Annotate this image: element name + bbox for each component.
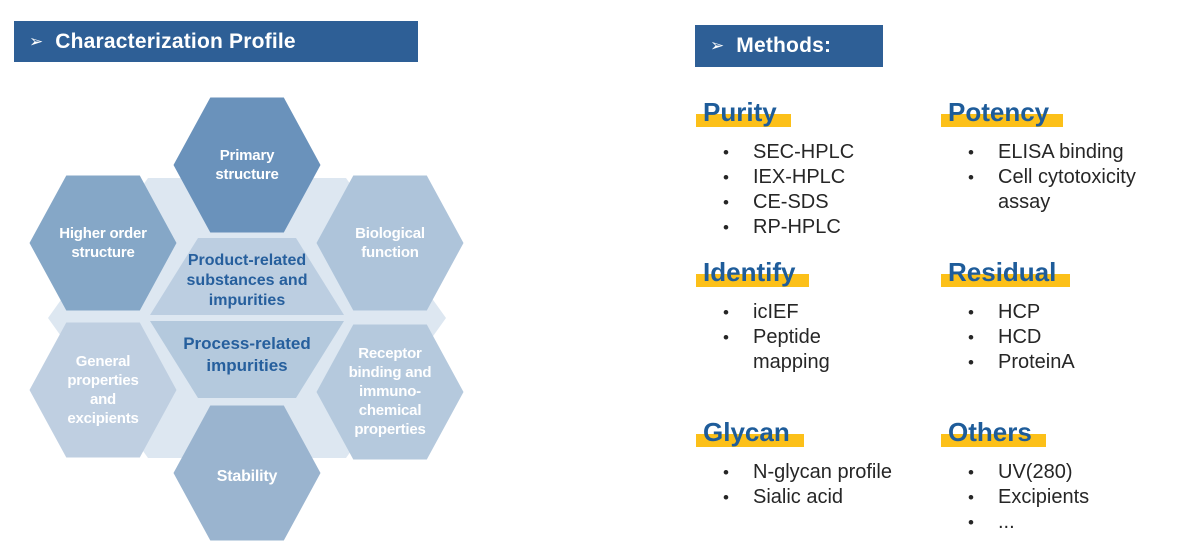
right-banner-title: Methods:	[736, 34, 832, 57]
hexagon-label-general-properties: General properties and excipients	[33, 352, 173, 428]
section-title-identify: Identify	[695, 257, 863, 287]
label-line: Process-related	[183, 334, 311, 353]
highlighted-title: Potency	[940, 97, 1064, 127]
method-item: Peptide mapping	[703, 325, 863, 375]
label-line: properties	[67, 372, 139, 389]
hexagon-stability	[173, 405, 321, 541]
highlighted-title: Residual	[940, 257, 1071, 287]
methods-banner: ➢ Methods:	[695, 25, 883, 67]
hexagon-receptor-binding	[316, 324, 464, 460]
method-item: Sialic acid	[703, 485, 973, 510]
characterization-hexagon-diagram	[29, 97, 464, 541]
residual-method-list: HCP HCD ProteinA	[948, 300, 1178, 375]
section-title-residual: Residual	[940, 257, 1178, 287]
label-line: structure	[71, 244, 135, 261]
label-line: excipients	[67, 410, 139, 427]
label-line: properties	[354, 421, 426, 438]
label-line: structure	[215, 166, 279, 183]
label-line: Receptor	[358, 345, 422, 362]
left-banner-title: Characterization Profile	[55, 29, 296, 53]
method-item: UV(280)	[948, 460, 1178, 485]
label-line: Stability	[216, 468, 278, 485]
hexagon-label-receptor-binding: Receptor binding and immuno- chemical pr…	[320, 344, 460, 439]
section-title-others: Others	[941, 417, 1178, 447]
purity-method-list: SEC-HPLC IEX-HPLC CE-SDS RP-HPLC	[703, 140, 933, 240]
label-line: Product-related	[187, 252, 307, 269]
arrowhead-bullet-icon: ➢	[710, 36, 725, 55]
label-line: Higher order	[59, 225, 147, 242]
label-line: and	[89, 391, 117, 408]
section-glycan: Glycan N-glycan profile Sialic acid	[696, 417, 973, 510]
section-purity: Purity SEC-HPLC IEX-HPLC CE-SDS RP-HPLC	[696, 97, 933, 240]
label-line: substances and	[186, 272, 308, 289]
section-identify: Identify icIEF Peptide mapping	[695, 257, 863, 375]
method-item: ...	[948, 510, 1178, 535]
hexagon-general-properties	[29, 322, 177, 458]
method-item: N-glycan profile	[703, 460, 973, 485]
label-line: function	[361, 244, 419, 261]
method-item: HCD	[948, 325, 1178, 350]
method-item: Cell cytotoxicity assay	[948, 165, 1163, 215]
center-trapezoid-product-related	[150, 238, 344, 315]
highlighted-title: Others	[941, 417, 1046, 447]
center-label-process-related: Process-related impurities	[157, 333, 337, 377]
label-line: General	[75, 353, 131, 370]
label-line: Primary	[219, 147, 275, 164]
center-label-product-related: Product-related substances and impuritie…	[157, 251, 337, 311]
method-item: Excipients	[948, 485, 1178, 510]
hexagon-label-primary-structure: Primary structure	[177, 146, 317, 184]
label-line: immuno-	[359, 383, 421, 400]
center-trapezoid-process-related	[150, 321, 344, 398]
hexagon-biological-function	[316, 175, 464, 311]
method-item: CE-SDS	[703, 190, 933, 215]
glycan-method-list: N-glycan profile Sialic acid	[703, 460, 973, 510]
potency-method-list: ELISA binding Cell cytotoxicity assay	[948, 140, 1163, 215]
method-item: ELISA binding	[948, 140, 1163, 165]
method-item: HCP	[948, 300, 1178, 325]
hexagon-label-biological-function: Biological function	[320, 224, 460, 262]
method-item: RP-HPLC	[703, 215, 933, 240]
arrowhead-bullet-icon: ➢	[29, 31, 44, 51]
section-title-potency: Potency	[940, 97, 1163, 127]
highlighted-title: Identify	[695, 257, 810, 287]
label-line: Biological	[355, 225, 425, 242]
highlighted-title: Purity	[696, 97, 791, 127]
section-title-purity: Purity	[696, 97, 933, 127]
section-title-glycan: Glycan	[696, 417, 973, 447]
label-line: impurities	[206, 356, 288, 375]
method-item: icIEF	[703, 300, 863, 325]
method-item: SEC-HPLC	[703, 140, 933, 165]
hexagon-primary-structure	[173, 97, 321, 233]
highlighted-title: Glycan	[696, 417, 804, 447]
hexagon-label-stability: Stability	[177, 467, 317, 486]
hexagon-higher-order-structure	[29, 175, 177, 311]
method-item: IEX-HPLC	[703, 165, 933, 190]
characterization-profile-banner: ➢ Characterization Profile	[14, 21, 418, 62]
label-line: chemical	[358, 402, 422, 419]
label-line: impurities	[208, 292, 286, 309]
hexagon-label-higher-order-structure: Higher order structure	[23, 224, 183, 262]
label-line: binding and	[348, 364, 432, 381]
section-others: Others UV(280) Excipients ...	[941, 417, 1178, 535]
section-residual: Residual HCP HCD ProteinA	[940, 257, 1178, 375]
method-item: ProteinA	[948, 350, 1178, 375]
identify-method-list: icIEF Peptide mapping	[703, 300, 863, 375]
section-potency: Potency ELISA binding Cell cytotoxicity …	[940, 97, 1163, 215]
others-method-list: UV(280) Excipients ...	[948, 460, 1178, 535]
